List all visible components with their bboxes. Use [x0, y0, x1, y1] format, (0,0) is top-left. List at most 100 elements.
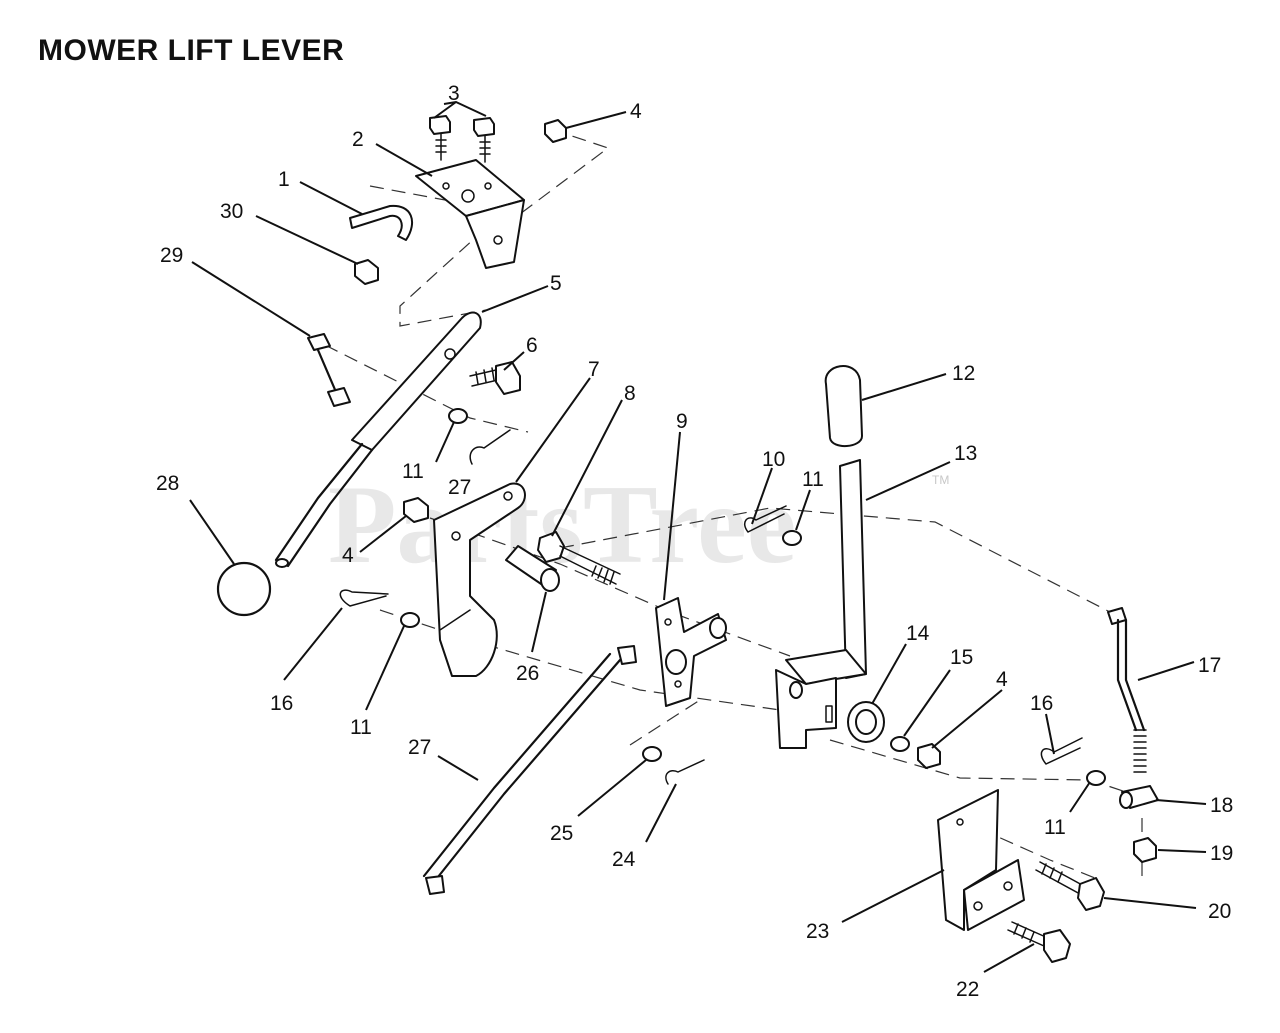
leader-21: [983, 943, 1035, 973]
callout-19: 19: [1210, 842, 1233, 865]
leader-16a: [283, 607, 343, 681]
part-26-rod: [422, 645, 637, 895]
leader-10: [751, 467, 773, 525]
leader-12: [861, 373, 947, 401]
callout-14: 14: [906, 622, 930, 645]
leader-11b: [365, 625, 405, 711]
part-11-washer-a: [448, 408, 468, 424]
part-11-washer-b: [400, 612, 420, 628]
part-11-washer-d: [1086, 770, 1106, 786]
callouts: 3 4 2 1 30 29 5 6 7 8 9 12 13 10 11 28 1…: [156, 82, 1233, 1001]
callout-13: 13: [954, 442, 977, 465]
part-30-nut: [354, 259, 379, 285]
callout-4: 4: [630, 100, 642, 123]
part-3-bolts: [429, 115, 495, 163]
part-24-washer: [642, 746, 662, 762]
assembly-line: [399, 227, 487, 327]
part-4-nut-left: [403, 497, 429, 523]
callout-12: 12: [952, 362, 975, 385]
assembly-line: [629, 699, 701, 746]
watermark: PartsTree: [328, 463, 797, 587]
part-29-link: [307, 333, 351, 407]
assembly-line: [829, 739, 1151, 801]
leader-18: [1155, 799, 1207, 805]
leader-20: [1103, 897, 1197, 909]
assembly-line: [429, 517, 791, 657]
part-25-spacer: [505, 545, 560, 592]
callout-16: 16: [270, 692, 293, 715]
leader-lines: [189, 100, 1207, 973]
part-15-washer: [890, 736, 910, 752]
part-20-bolt: [1035, 861, 1105, 911]
leader-27: [189, 499, 235, 565]
callout-20: 20: [1208, 900, 1231, 923]
part-1-clip: [349, 204, 414, 241]
leader-25: [531, 591, 547, 653]
part-9-bracket: [655, 597, 727, 707]
part-7-plate: [433, 482, 526, 677]
part-18-swivel: [1119, 785, 1159, 809]
part-4-nut-top: [544, 119, 567, 143]
part-8-bolt: [537, 531, 621, 585]
callout-21: 22: [956, 978, 979, 1001]
leader-2: [375, 143, 433, 177]
callout-9: 9: [676, 410, 688, 433]
part-23-pin: [665, 759, 705, 785]
part-2-bracket: [415, 159, 525, 269]
part-12-grip: [824, 365, 863, 447]
part-19-nut: [1133, 837, 1157, 863]
callout-25: 26: [516, 662, 539, 685]
part-13-lever: [775, 459, 867, 749]
leader-17: [1137, 661, 1195, 681]
leader-30: [255, 215, 359, 265]
part-22-bracket: [937, 789, 1025, 931]
leader-13: [865, 461, 951, 501]
part-16-pin-right: [1040, 737, 1083, 765]
callout-28: 27: [448, 476, 471, 499]
callout-22: 23: [806, 920, 829, 943]
leader-4b: [359, 515, 407, 553]
callout-5: 5: [550, 272, 562, 295]
assembly-line: [379, 609, 781, 711]
callout-29: 29: [160, 244, 183, 267]
callout-7: 7: [588, 358, 600, 381]
part-28-pin: [469, 429, 511, 465]
callout-4: 4: [996, 668, 1008, 691]
callout-4: 4: [342, 544, 354, 567]
callout-1: 1: [278, 168, 290, 191]
leader-9: [663, 431, 681, 601]
leader-8: [551, 399, 623, 537]
callout-3: 3: [448, 82, 460, 105]
leader-29: [191, 261, 311, 337]
callout-2: 2: [352, 128, 364, 151]
callout-15: 15: [950, 646, 973, 669]
part-17-rod: [1107, 607, 1147, 773]
callout-24: 25: [550, 822, 573, 845]
diagram-title: MOWER LIFT LEVER: [38, 34, 345, 67]
leader-14: [871, 643, 907, 705]
part-11-washer-c: [782, 530, 802, 546]
leader-11a: [435, 421, 455, 463]
leader-4a: [565, 111, 627, 129]
leader-23: [645, 783, 677, 843]
assembly-line: [324, 344, 529, 433]
part-14-pulley: [847, 701, 885, 743]
leader-15: [903, 669, 951, 737]
callout-11: 11: [350, 716, 372, 739]
callout-26: 27: [408, 736, 431, 759]
part-6-bolt: [469, 361, 521, 395]
part-5-arm: [274, 311, 482, 568]
callout-8: 8: [624, 382, 636, 405]
part-4-nut-right: [917, 743, 941, 769]
part-10-cotter-pin: [744, 505, 787, 533]
callout-30: 30: [220, 200, 243, 223]
leader-7: [515, 377, 591, 483]
leader-3: [433, 100, 487, 119]
leader-11d: [1069, 781, 1091, 813]
callout-18: 18: [1210, 794, 1233, 817]
leader-24: [577, 759, 647, 817]
leader-6: [503, 351, 525, 371]
watermark-trademark: TM: [932, 473, 949, 487]
callout-11: 11: [402, 460, 424, 483]
